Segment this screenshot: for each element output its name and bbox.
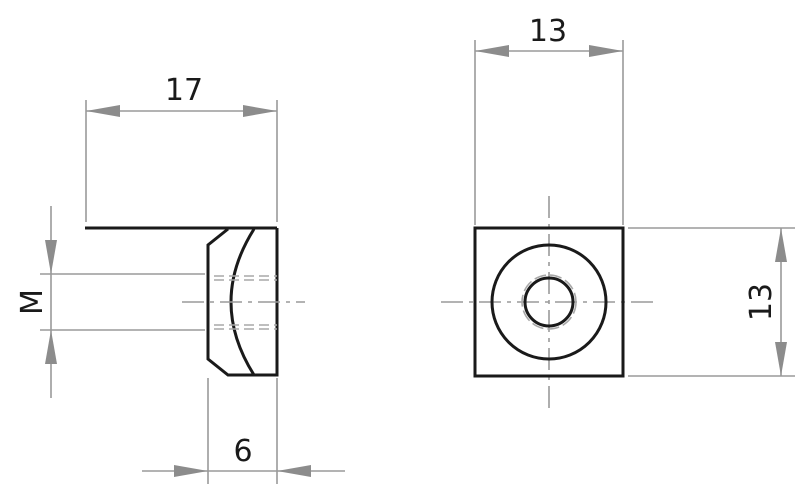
hidden-thread-lines xyxy=(214,275,277,330)
dimension-label-m: M xyxy=(15,289,50,315)
front-view: 13 13 xyxy=(441,14,795,408)
arrow-left-icon xyxy=(277,465,311,477)
dimension-width: 13 xyxy=(474,14,624,225)
arrow-up-icon xyxy=(45,330,57,364)
washer-face-circle xyxy=(490,243,608,361)
arrow-right-icon xyxy=(174,465,208,477)
dimension-label-13-height: 13 xyxy=(744,283,779,321)
arrow-down-icon xyxy=(775,342,787,376)
dimension-thickness: 6 xyxy=(142,378,345,484)
nut-side-profile xyxy=(206,227,279,377)
dimension-overall-length: 17 xyxy=(85,73,278,222)
dimension-label-17: 17 xyxy=(165,73,203,108)
thread-major-circle xyxy=(521,274,577,330)
bore-circle xyxy=(523,276,575,328)
arrow-up-icon xyxy=(775,228,787,262)
dimension-thread-size: M xyxy=(15,206,205,398)
dimension-label-13-width: 13 xyxy=(529,14,567,49)
side-view: 17 M xyxy=(15,73,345,484)
arrow-down-icon xyxy=(45,240,57,274)
dimension-height: 13 xyxy=(628,227,795,377)
arrow-left-icon xyxy=(86,105,120,117)
arrow-right-icon xyxy=(243,105,277,117)
dimension-label-6: 6 xyxy=(233,434,252,469)
arrow-right-icon xyxy=(589,45,623,57)
nut-square-outline xyxy=(473,226,625,378)
arrow-left-icon xyxy=(475,45,509,57)
